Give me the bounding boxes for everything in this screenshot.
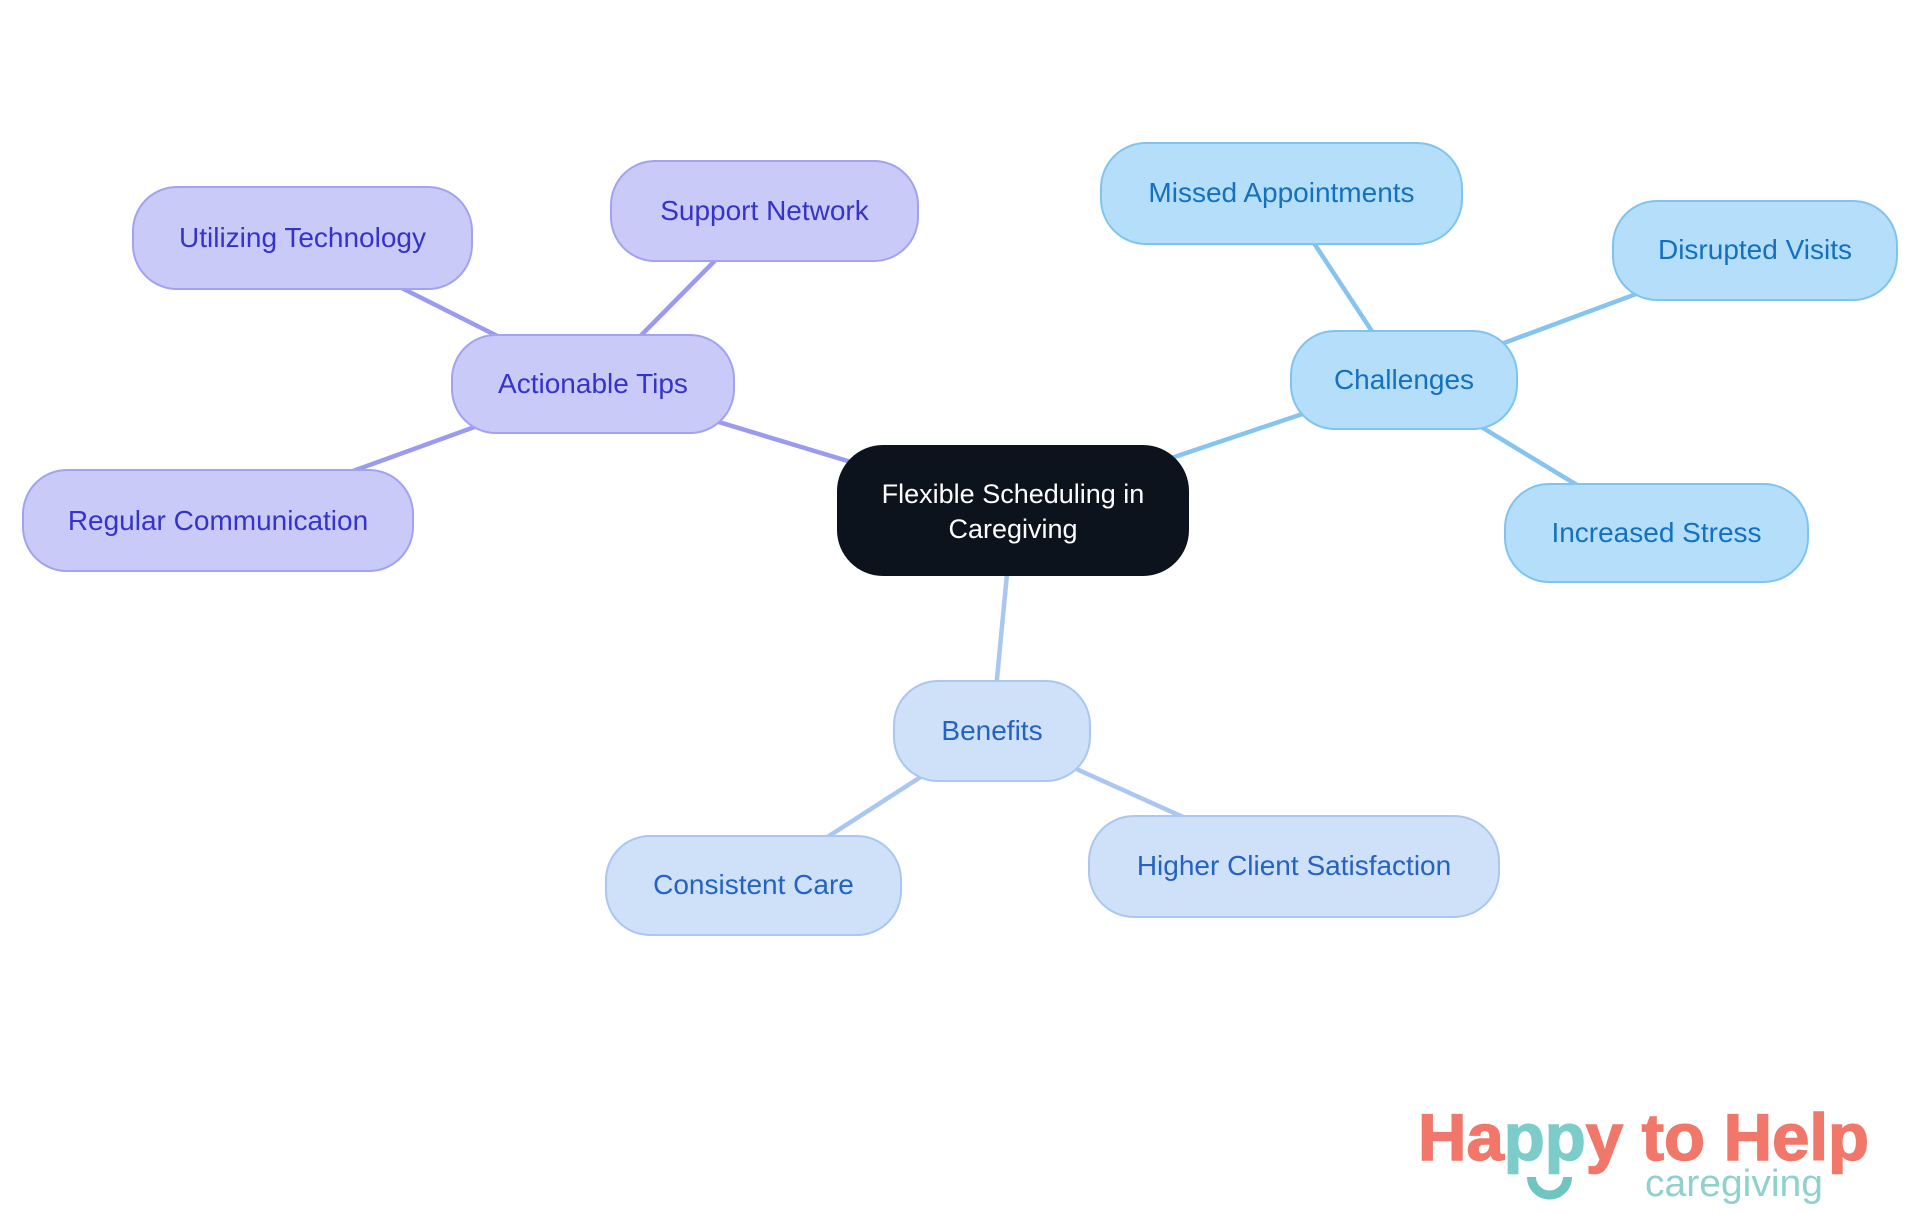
- svg-text:Benefits: Benefits: [941, 715, 1042, 746]
- svg-text:Increased Stress: Increased Stress: [1551, 517, 1761, 548]
- svg-text:Higher Client Satisfaction: Higher Client Satisfaction: [1137, 850, 1451, 881]
- svg-text:Actionable Tips: Actionable Tips: [498, 368, 688, 399]
- svg-text:Challenges: Challenges: [1334, 364, 1474, 395]
- svg-text:Regular Communication: Regular Communication: [68, 505, 368, 536]
- svg-text:Utilizing Technology: Utilizing Technology: [179, 222, 426, 253]
- svg-text:Support Network: Support Network: [660, 195, 870, 226]
- svg-text:Consistent Care: Consistent Care: [653, 869, 854, 900]
- svg-text:Caregiving: Caregiving: [948, 514, 1077, 544]
- svg-text:Missed Appointments: Missed Appointments: [1148, 177, 1414, 208]
- svg-text:caregiving: caregiving: [1645, 1163, 1823, 1205]
- svg-text:Disrupted Visits: Disrupted Visits: [1658, 234, 1852, 265]
- svg-text:Flexible Scheduling in: Flexible Scheduling in: [882, 479, 1145, 509]
- svg-text:Happy to Help: Happy to Help: [1418, 1100, 1869, 1174]
